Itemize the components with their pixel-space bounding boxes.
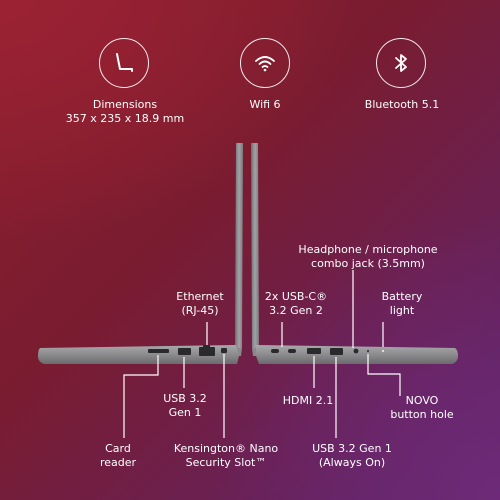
usb32-line2: Gen 1 xyxy=(168,406,202,419)
dimensions-title: Dimensions xyxy=(92,98,158,111)
hdmi-port xyxy=(307,348,321,354)
usbc-label: 2x USB-C® 3.2 Gen 2 xyxy=(265,290,327,318)
leader-lines xyxy=(123,270,401,438)
headphone-line1: Headphone / microphone xyxy=(298,243,438,256)
headphone-line2: combo jack (3.5mm) xyxy=(311,257,425,270)
card-reader-line1: Card xyxy=(105,442,131,455)
usbc-line2: 3.2 Gen 2 xyxy=(269,304,323,317)
hdmi-line1: HDMI 2.1 xyxy=(282,394,334,407)
bluetooth-label: Bluetooth 5.1 xyxy=(365,98,439,112)
usb32-always-on-label: USB 3.2 Gen 1 (Always On) xyxy=(312,442,392,470)
usb32-always-on-line1: USB 3.2 Gen 1 xyxy=(312,442,392,455)
bluetooth-title: Bluetooth 5.1 xyxy=(364,98,440,111)
novo-line1: NOVO xyxy=(405,394,439,407)
usb32-always-on-line2: (Always On) xyxy=(318,456,386,469)
hdmi-label: HDMI 2.1 xyxy=(283,394,333,408)
novo-hole xyxy=(367,350,369,352)
card-reader-slot xyxy=(148,349,169,353)
wifi-title: Wifi 6 xyxy=(249,98,281,111)
usb32-label: USB 3.2 Gen 1 xyxy=(163,392,207,420)
wifi-icon xyxy=(240,38,290,88)
battery-led xyxy=(381,349,385,353)
wifi-label: Wifi 6 xyxy=(249,98,280,112)
usb-a-port-right xyxy=(330,348,343,355)
ethernet-line1: Ethernet xyxy=(176,290,224,303)
audio-jack xyxy=(353,348,359,354)
bluetooth-icon xyxy=(376,38,426,88)
card-reader-label: Card reader xyxy=(100,442,136,470)
usb-c-port-1 xyxy=(271,349,279,353)
dimensions-value: 357 x 235 x 18.9 mm xyxy=(65,112,185,125)
usb-a-port-left xyxy=(178,348,191,355)
headphone-label: Headphone / microphone combo jack (3.5mm… xyxy=(298,243,437,271)
kensington-line2: Security Slot™ xyxy=(185,456,267,469)
battery-line2: light xyxy=(389,304,415,317)
usbc-line1: 2x USB-C® xyxy=(264,290,328,303)
usb32-line1: USB 3.2 xyxy=(163,392,207,405)
novo-label: NOVO button hole xyxy=(390,394,453,422)
kensington-line1: Kensington® Nano xyxy=(173,442,279,455)
ethernet-port xyxy=(199,347,215,356)
dimensions-label: Dimensions 357 x 235 x 18.9 mm xyxy=(66,98,184,126)
right-laptop xyxy=(251,143,458,364)
usb-c-port-2 xyxy=(288,349,296,353)
card-reader-line2: reader xyxy=(99,456,137,469)
battery-label: Battery light xyxy=(382,290,423,318)
left-laptop xyxy=(38,143,243,364)
battery-line1: Battery xyxy=(381,290,423,303)
laptop-angle-icon xyxy=(99,38,149,88)
ethernet-line2: (RJ-45) xyxy=(181,304,219,317)
novo-line2: button hole xyxy=(390,408,454,421)
kensington-slot xyxy=(221,348,227,353)
ethernet-label: Ethernet (RJ-45) xyxy=(176,290,223,318)
kensington-label: Kensington® Nano Security Slot™ xyxy=(174,442,278,470)
